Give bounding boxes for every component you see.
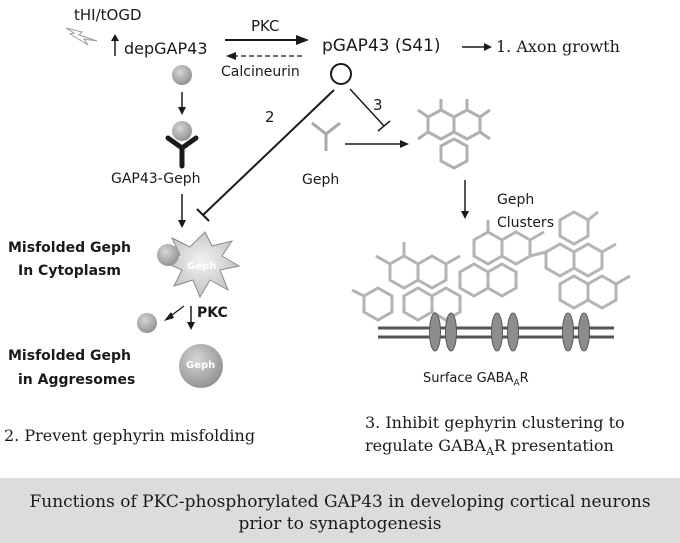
axon-growth-label: 1. Axon growth (496, 37, 620, 56)
geph-clusters-label-2: Clusters (497, 215, 554, 231)
misfolding-arrow (178, 194, 186, 228)
depgap43-protein (172, 65, 192, 85)
aggresome-geph (179, 344, 223, 388)
misfolded-geph-cytoplasm (157, 231, 241, 299)
gabaa-receptors (429, 312, 590, 352)
misfolded-aggresomes-label-1: Misfolded Geph (8, 348, 131, 364)
geph-monomer (311, 121, 341, 151)
aggresome-geph-label: Geph (186, 360, 216, 371)
misfolded-cytoplasm-label-1: Misfolded Geph (8, 240, 131, 256)
surface-gabaar-r: R (519, 371, 529, 386)
prevent-misfolding-label: 2. Prevent gephyrin misfolding (4, 426, 256, 445)
free-gap43-protein (137, 313, 157, 333)
pkc-lower-label: PKC (197, 305, 228, 321)
inhibit-clustering-text: regulate GABA (365, 436, 486, 455)
lightning-icon (65, 27, 98, 46)
pgap43-protein (330, 63, 352, 85)
binding-arrow (178, 92, 186, 115)
inhibition-line-2 (196, 89, 335, 222)
inhibit-clustering-r: R presentation (493, 436, 614, 455)
cluster-down-arrow (461, 180, 469, 219)
pgap43-label: pGAP43 (S41) (322, 36, 441, 56)
caption-line-1: Functions of PKC-phosphorylated GAP43 in… (29, 492, 651, 512)
calcineurin-label: Calcineurin (221, 64, 300, 80)
pkc-phosphorylation-arrow (225, 35, 309, 45)
surface-gabaar-subscript: A (513, 378, 520, 389)
pkc-lower-arrows (164, 305, 195, 330)
misfolded-cytoplasm-label-2: In Cytoplasm (18, 263, 121, 279)
calcineurin-dephosphorylation-arrow (226, 52, 302, 60)
inhibition-line-3 (349, 88, 391, 132)
axon-growth-arrow (462, 43, 492, 51)
geph-clusters-label-1: Geph (497, 192, 535, 208)
gap43-geph-complex (165, 121, 199, 169)
geph-cluster-small (417, 99, 491, 170)
misfolded-aggresomes-label-2: in Aggresomes (18, 372, 136, 388)
condition-label: tHI/tOGD (74, 6, 142, 24)
caption-line-2: prior to synaptogenesis (238, 514, 442, 534)
star-geph-label: Geph (187, 261, 217, 272)
surface-gabaar-text: Surface GABA (423, 371, 514, 386)
pkc-label: PKC (251, 17, 280, 35)
caption-box: Functions of PKC-phosphorylated GAP43 in… (0, 478, 680, 543)
geph-label: Geph (302, 172, 340, 188)
clustering-arrow (345, 140, 409, 148)
surface-gabaar-label: Surface GABAAR (423, 372, 529, 389)
inhibit-clustering-subscript: A (485, 445, 494, 459)
path-3-label: 3 (373, 96, 383, 114)
depgap43-label: depGAP43 (124, 39, 208, 58)
geph-lattice (351, 210, 631, 322)
gap43-geph-label: GAP43-Geph (111, 171, 201, 187)
inhibit-clustering-label-2: regulate GABAAR presentation (365, 436, 614, 459)
path-2-label: 2 (265, 108, 275, 126)
upregulation-arrow (111, 34, 119, 56)
inhibit-clustering-label-1: 3. Inhibit gephyrin clustering to (365, 413, 625, 432)
